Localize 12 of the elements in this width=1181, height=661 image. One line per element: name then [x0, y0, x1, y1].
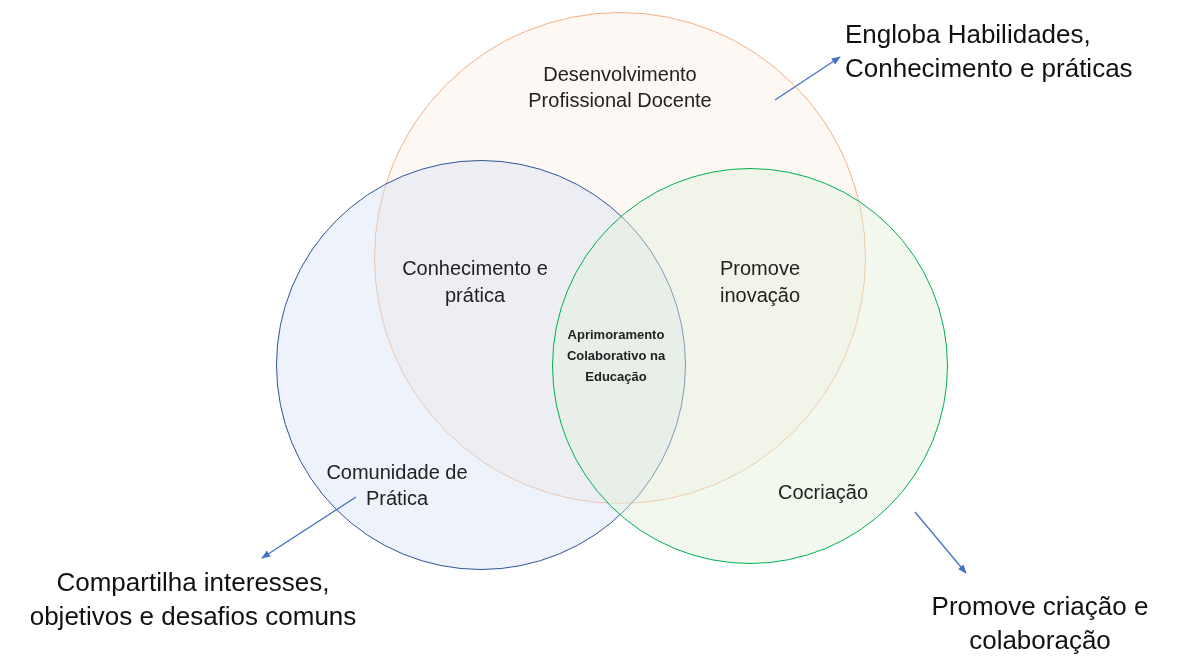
- annotation-text: Engloba Habilidades, Conhecimento e práticas: [845, 18, 1180, 86]
- circle-label: Desenvolvimento Profissional Docente: [527, 62, 713, 113]
- annotation-text: Promove criação e colaboração: [900, 590, 1180, 658]
- circle-label: Cocriação: [776, 480, 869, 505]
- arrow: [261, 496, 357, 559]
- center-label: Aprimoramento Colaborativo na Educação: [565, 326, 667, 386]
- circle-label: Comunidade de Prática: [325, 460, 469, 511]
- arrow: [774, 56, 841, 101]
- overlap-label: Promove inovação: [718, 256, 802, 308]
- annotation-text: Compartilha interesses, objetivos e desafios comuns: [8, 566, 378, 634]
- overlap-label: Conhecimento e prática: [401, 256, 549, 308]
- arrow: [914, 511, 967, 574]
